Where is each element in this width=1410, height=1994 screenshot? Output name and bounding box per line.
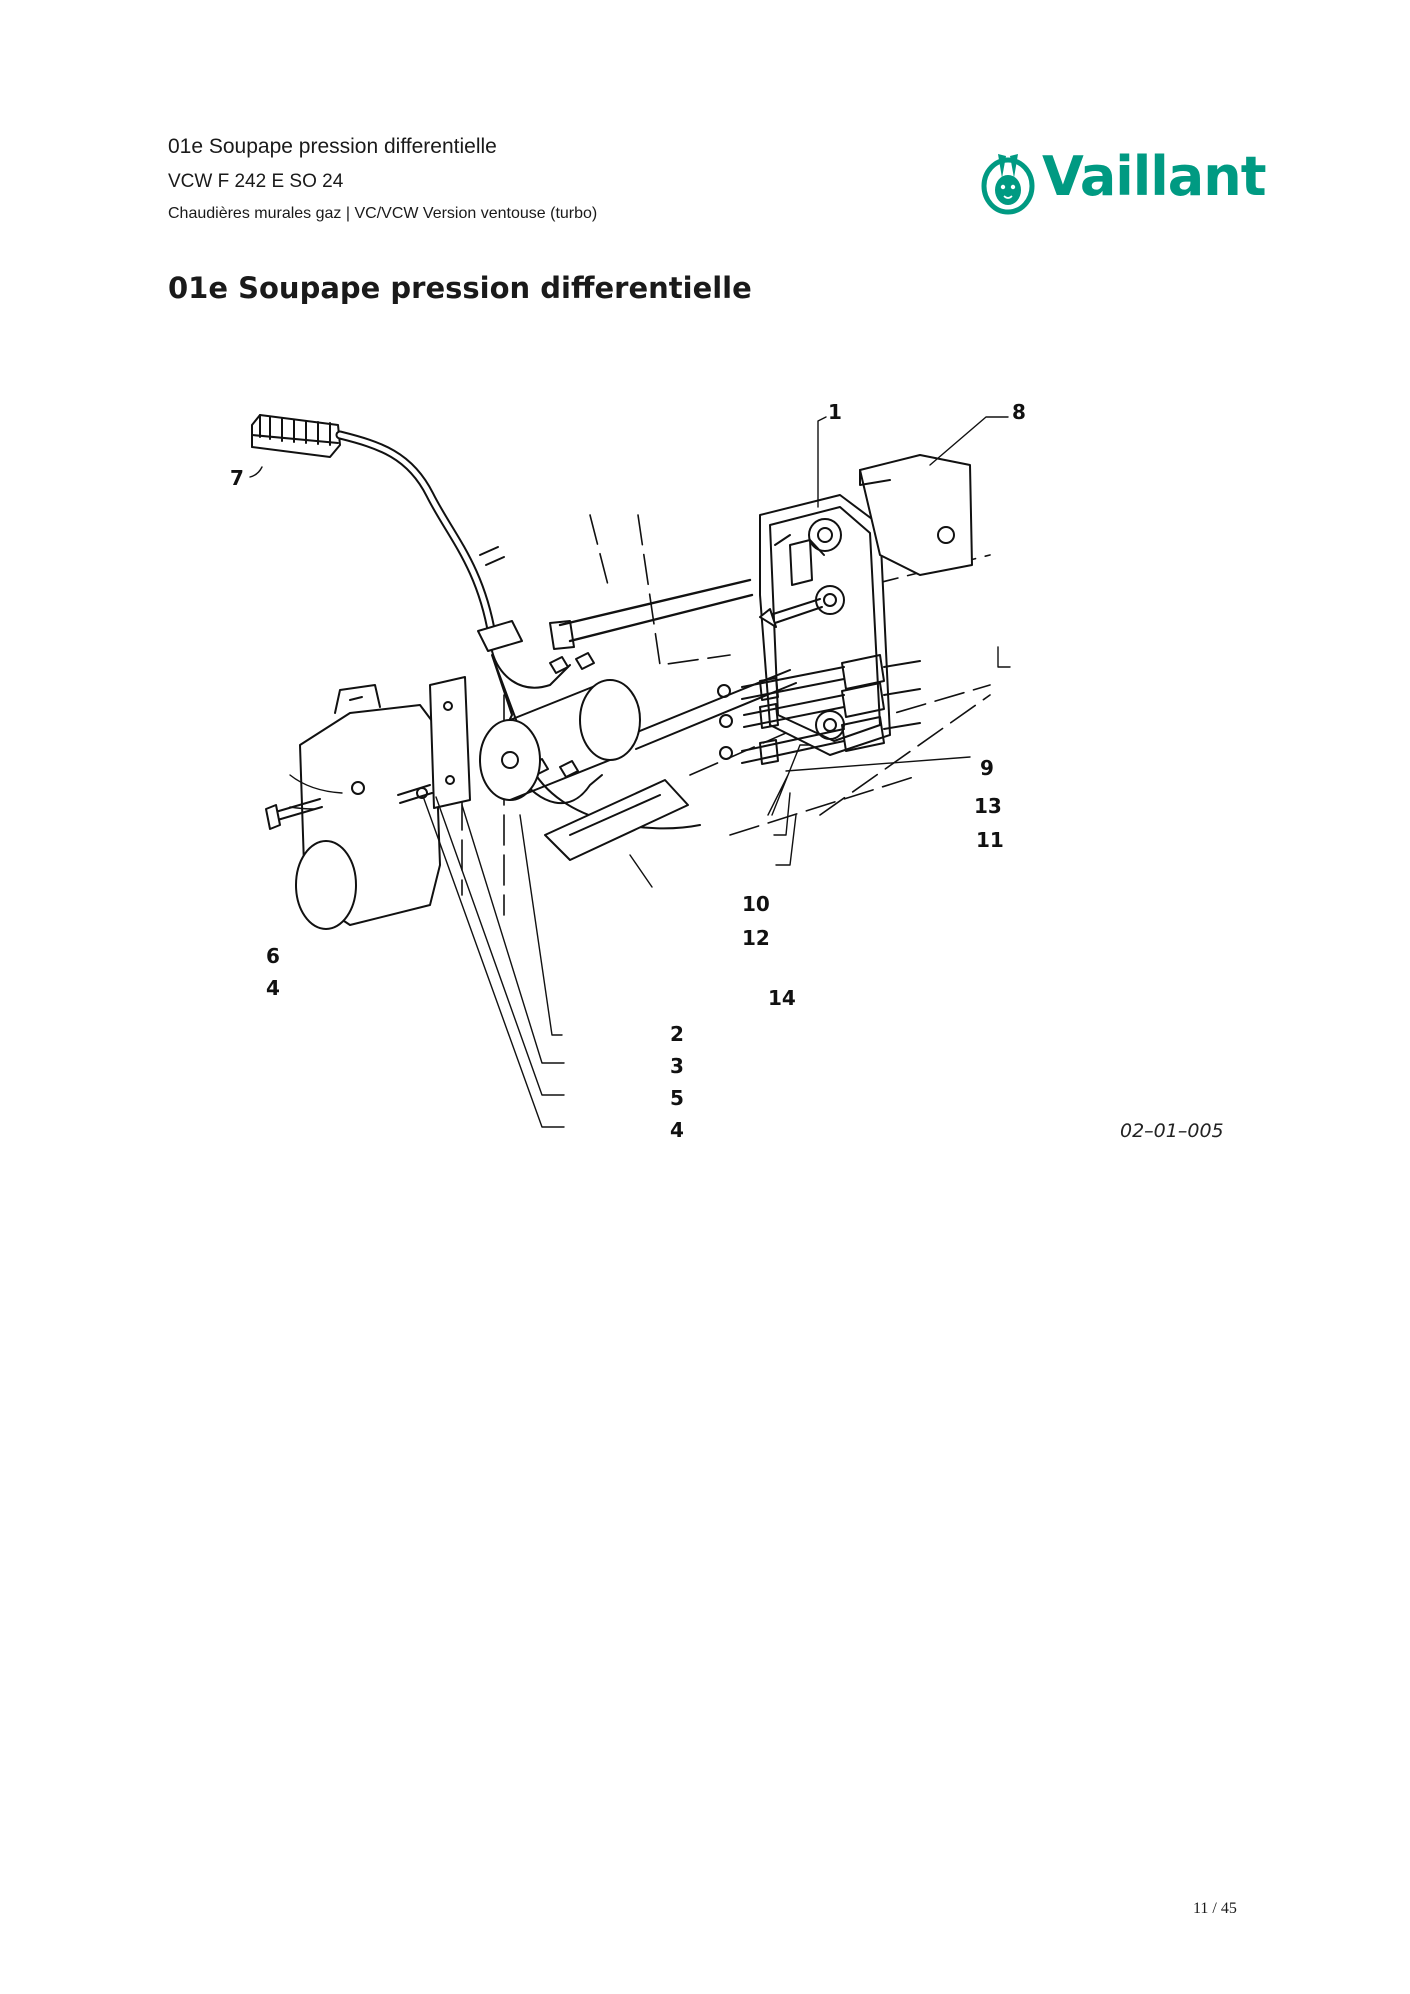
page-title: 01e Soupape pression differentielle [168,271,752,305]
vaillant-hare-logo-icon [981,154,1035,215]
parts-drawing: 7 1 8 9 13 11 10 12 6 4 14 2 3 5 4 02–01… [230,400,1224,1142]
callout-11: 11 [976,828,1004,852]
callout-3: 3 [670,1054,684,1078]
figure-code: 02–01–005 [1120,1120,1224,1142]
vaillant-logo: Vaillant [980,144,1267,218]
exploded-parts-diagram: 7 1 8 9 13 11 10 12 6 4 14 2 3 5 4 02–01… [230,395,1240,1175]
callout-7: 7 [230,466,244,490]
callout-1: 1 [828,400,842,424]
header-model: VCW F 242 E SO 24 [168,171,344,192]
callout-2: 2 [670,1022,684,1046]
callout-5: 5 [670,1086,684,1110]
callout-12: 12 [742,926,770,950]
header-section-title: 01e Soupape pression differentielle [168,135,497,158]
brand-wordmark: Vaillant [1042,145,1267,208]
callout-14: 14 [768,986,796,1010]
callout-6: 6 [266,944,280,968]
header-category: Chaudières murales gaz | VC/VCW Version … [168,205,598,222]
callout-10: 10 [742,892,770,916]
callout-4-left: 4 [266,976,280,1000]
callout-4-bottom: 4 [670,1118,684,1142]
page-number: 11 / 45 [1193,1900,1237,1917]
callout-13: 13 [974,794,1002,818]
callout-9: 9 [980,756,994,780]
callout-8: 8 [1012,400,1026,424]
document-header: 01e Soupape pression differentielle VCW … [168,134,597,224]
